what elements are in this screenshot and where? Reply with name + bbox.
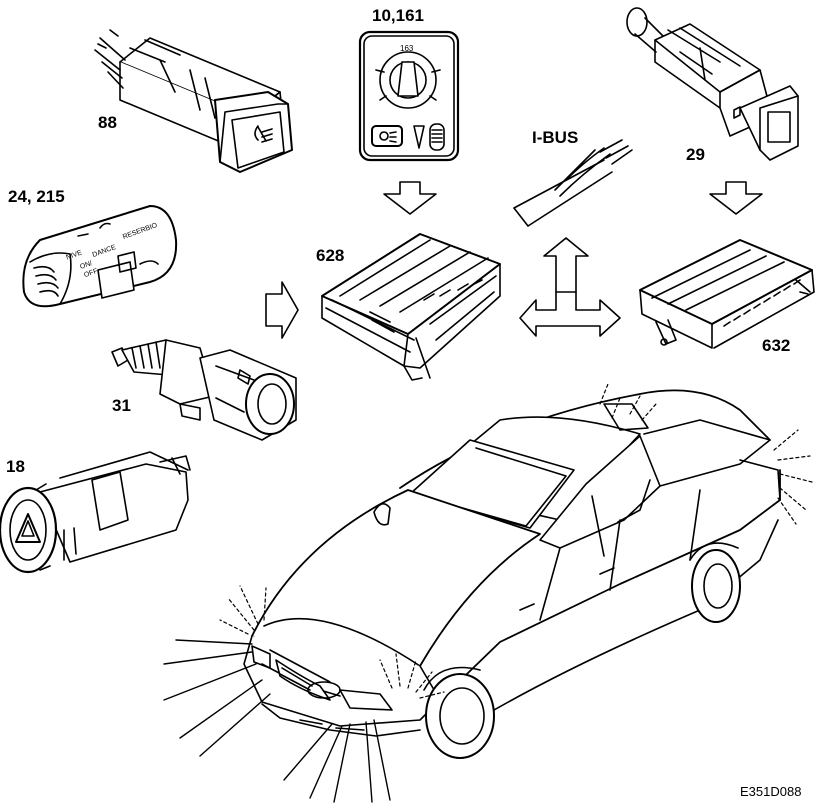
light-switch-panel [360, 32, 458, 160]
label-ibus: I-BUS [532, 128, 579, 147]
ibus-cable [514, 140, 632, 226]
dimmer-wheel [430, 124, 444, 150]
label-hazard-switch: 18 [6, 457, 25, 476]
figure-code: E351D088 [740, 784, 802, 799]
fog-button [372, 126, 402, 146]
car-illustration [244, 390, 780, 758]
hazard-triangle-icon [16, 514, 40, 542]
parking-sensor-lines [164, 640, 390, 802]
roof-antenna [604, 404, 648, 430]
fog-light-icon [255, 126, 272, 142]
fog-light-switch [95, 30, 292, 172]
main-control-module [322, 234, 500, 380]
label-fog-switch: 88 [98, 113, 117, 132]
label-brake-switch: 29 [686, 145, 705, 164]
light-stalk-switch [23, 206, 176, 306]
headlight-left [340, 690, 392, 710]
label-main-module: 628 [316, 246, 345, 265]
bidirectional-arrow-ibus [520, 238, 620, 336]
auxiliary-module [640, 240, 814, 348]
brake-light-switch [627, 8, 798, 160]
arrow-down-from-light-switch [384, 182, 436, 214]
rear-wheel [692, 550, 740, 622]
light-rays [220, 384, 812, 698]
temperature-sensor [112, 340, 296, 440]
headlight-right [252, 646, 270, 668]
arrow-right-to-main-module [266, 282, 298, 338]
hazard-switch [0, 452, 190, 572]
label-stalk-switch: 24, 215 [8, 187, 65, 206]
label-temp-sensor: 31 [112, 396, 131, 415]
dimmer-wedge [414, 126, 424, 148]
label-aux-module: 632 [762, 336, 791, 355]
label-light-switch: 10,161 [372, 6, 424, 25]
arrow-down-from-brake-switch [710, 182, 762, 214]
light-dial-marking: 163 [400, 44, 414, 53]
